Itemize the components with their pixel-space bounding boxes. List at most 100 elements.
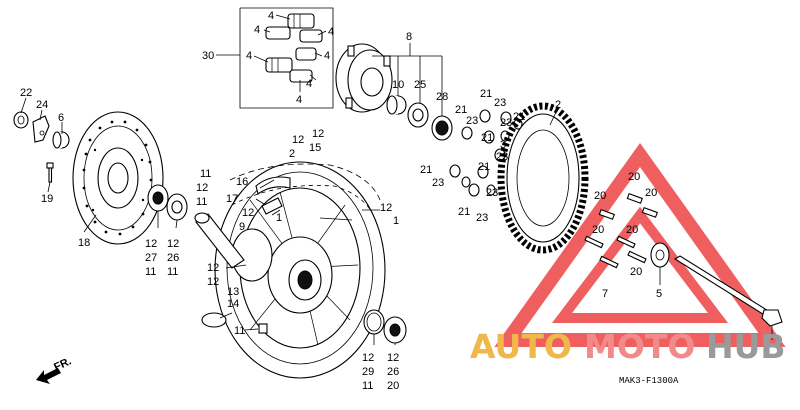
nut-22 [13,111,29,129]
label-4: 4 [254,24,260,36]
wheel-hub [231,228,333,314]
part-labels: 22 24 6 19 18 30 4 4 4 4 4 4 4 8 10 25 2… [20,10,662,392]
label-29: 11 [362,380,373,392]
collar-7 [650,242,670,268]
leader-lines [20,14,773,345]
bearing-26b [383,316,407,344]
diagram-code: MAK3-F1300A [619,376,679,386]
label-23: 23 [476,212,488,224]
bearing-25 [407,102,429,128]
label-12: 12 [207,276,219,288]
label-14: 11 [234,325,245,337]
collar-6 [52,131,70,149]
axle-5 [673,255,783,327]
label-11: 12 [145,238,157,250]
label-21: 21 [420,164,432,176]
label-10: 10 [392,79,404,91]
watermark-text: AUTO MOTO HUB [470,327,786,366]
label-2: 12 [292,134,304,146]
label-6: 6 [58,112,64,124]
label-11: 12 [387,352,399,364]
label-23: 23 [466,115,478,127]
bearing-27 [147,184,169,212]
tube-16 [261,197,283,215]
label-19: 19 [41,193,53,205]
tire-flap-15 [255,176,291,195]
label-9: 11 [200,168,211,180]
sprocket-3 [497,102,589,254]
watermark-triangle [494,142,786,347]
label-4: 4 [328,26,334,38]
label-12: 26 [387,366,399,378]
label-12: 15 [309,142,321,154]
label-22: 22 [20,87,32,99]
label-12: 29 [362,366,374,378]
nuts-lower-group [449,164,496,197]
label-21: 21 [458,206,470,218]
label-21: 21 [513,111,525,123]
label-12: 2 [289,148,295,160]
label-21: 21 [478,161,490,173]
label-21: 23 [486,187,498,199]
label-4: 4 [268,10,274,22]
label-27: 11 [145,266,156,278]
label-25: 25 [414,79,426,91]
label-21: 21 [480,88,492,100]
label-16: 17 [226,193,238,205]
driven-flange [335,43,393,113]
label-20: 7 [602,288,608,300]
watermark-hub: HUB [706,327,786,366]
label-8: 8 [406,31,412,43]
label-12: 9 [239,221,245,233]
bracket-24 [32,115,50,143]
label-15: 16 [236,176,248,188]
label-20: 20 [626,224,638,236]
label-20: 20 [592,224,604,236]
label-21: 21 [455,104,467,116]
label-4: 4 [296,94,302,106]
label-2: 12 [312,128,324,140]
label-21: 21 [481,132,493,144]
label-26: 11 [167,266,178,278]
label-23: 23 [496,151,508,163]
label-23: 23 [432,177,444,189]
label-4: 4 [306,78,312,90]
bolt-19 [46,162,54,183]
valve-cap-14 [258,323,268,334]
label-23: 23 [500,117,512,129]
label-12: 27 [145,252,157,264]
label-23: 23 [494,97,506,109]
label-23: 3 [500,139,506,151]
label-7: 5 [656,288,662,300]
label-11: 12 [196,182,208,194]
oring-29 [363,309,385,335]
front-label: FR. [52,355,73,373]
label-11: 12 [207,262,219,274]
label-12: 13 [227,286,239,298]
brake-disc [72,111,164,245]
watermark-moto: MOTO [584,327,695,366]
label-26: 20 [387,380,399,392]
valve-stem-13 [201,312,227,328]
label-4: 4 [246,50,252,62]
label-13: 14 [227,298,239,310]
label-30: 30 [202,50,214,62]
collar-10 [386,95,407,115]
label-12: 11 [196,196,207,208]
label-12: 1 [393,215,399,227]
label-20: 20 [628,171,640,183]
label-20: 20 [630,266,642,278]
distance-collar-9 [194,212,245,269]
label-17: 1 [276,212,282,224]
watermark-auto: AUTO [470,327,572,366]
label-1: 12 [242,207,254,219]
label-20: 20 [594,190,606,202]
damper-rubber-box [239,7,334,109]
front-arrow-icon [36,368,61,384]
label-20: 20 [645,187,657,199]
label-24: 24 [36,99,48,111]
seal-28 [431,115,453,141]
label-11: 12 [167,238,179,250]
label-1: 12 [380,202,392,214]
